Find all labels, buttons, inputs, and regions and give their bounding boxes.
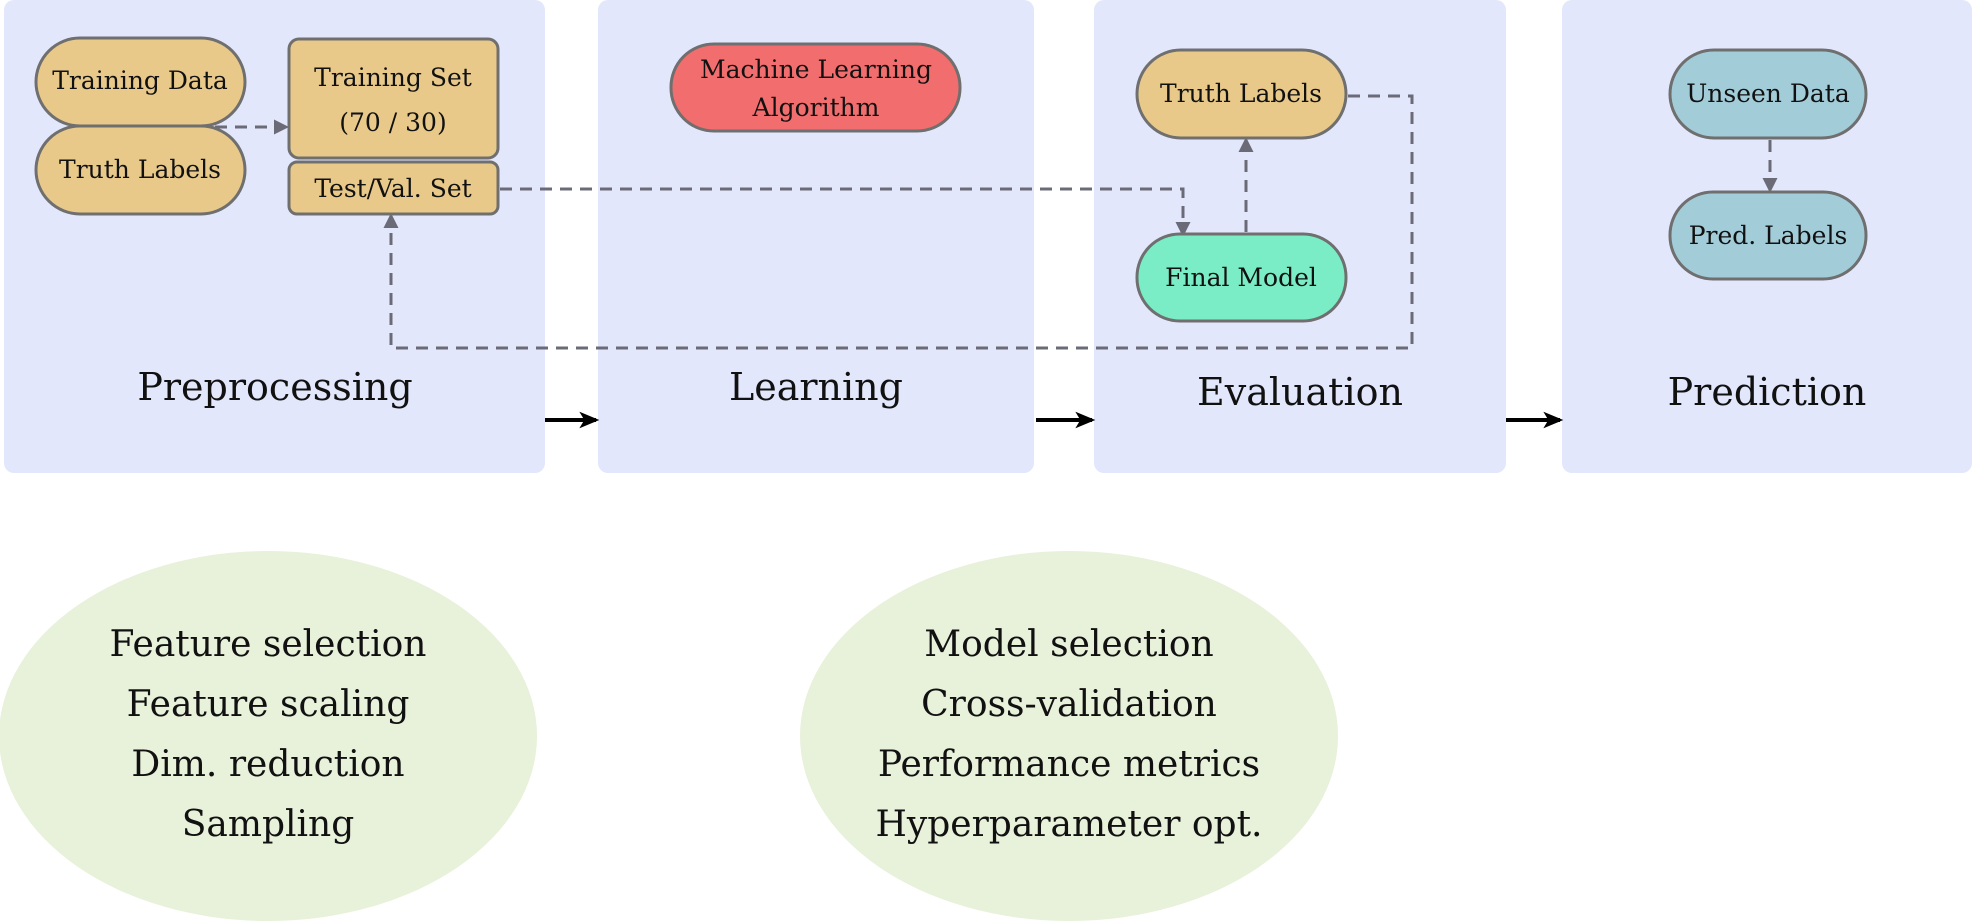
node-final-model-label: Final Model (1165, 263, 1317, 292)
node-training-set-label-2: (70 / 30) (339, 108, 446, 137)
node-test-val-set (287, 160, 500, 216)
node-pred-labels-label: Pred. Labels (1689, 221, 1848, 250)
node-truth-labels-pre (34, 124, 247, 216)
note-learning-3: Hyperparameter opt. (876, 804, 1263, 845)
node-training-set-label-1: Training Set (314, 63, 472, 92)
note-learning-0: Model selection (924, 624, 1213, 665)
stage-label-learning: Learning (729, 365, 903, 409)
node-unseen-data-label: Unseen Data (1686, 79, 1850, 108)
node-final-model (1135, 232, 1348, 323)
connector-truth-labels-feedback (383, 94, 1414, 350)
stage-label-prediction: Prediction (1668, 370, 1867, 414)
note-preprocessing-0: Feature selection (110, 624, 427, 665)
node-training-set (287, 37, 500, 160)
node-truth-labels-eval (1135, 48, 1348, 140)
notes-oval-preprocessing (0, 551, 537, 921)
connector-test-set-to-final-model (500, 187, 1191, 237)
note-learning-2: Performance metrics (878, 744, 1260, 785)
note-preprocessing-2: Dim. reduction (131, 744, 404, 785)
stage-label-evaluation: Evaluation (1197, 370, 1403, 414)
node-ml-algorithm-label-2: Algorithm (752, 93, 880, 122)
node-ml-algorithm (669, 42, 962, 133)
note-preprocessing-1: Feature scaling (127, 684, 410, 725)
node-truth-labels-eval-label: Truth Labels (1160, 79, 1322, 108)
node-training-data-label: Training Data (52, 66, 228, 95)
note-learning-1: Cross-validation (921, 684, 1217, 725)
node-truth-labels-pre-label: Truth Labels (59, 155, 221, 184)
stage-label-preprocessing: Preprocessing (137, 365, 412, 409)
node-test-val-set-label: Test/Val. Set (314, 174, 471, 203)
notes-oval-learning (800, 551, 1338, 921)
note-preprocessing-3: Sampling (182, 804, 355, 845)
node-unseen-data (1668, 48, 1868, 140)
node-pred-labels (1668, 190, 1868, 281)
node-ml-algorithm-label-1: Machine Learning (700, 55, 932, 84)
